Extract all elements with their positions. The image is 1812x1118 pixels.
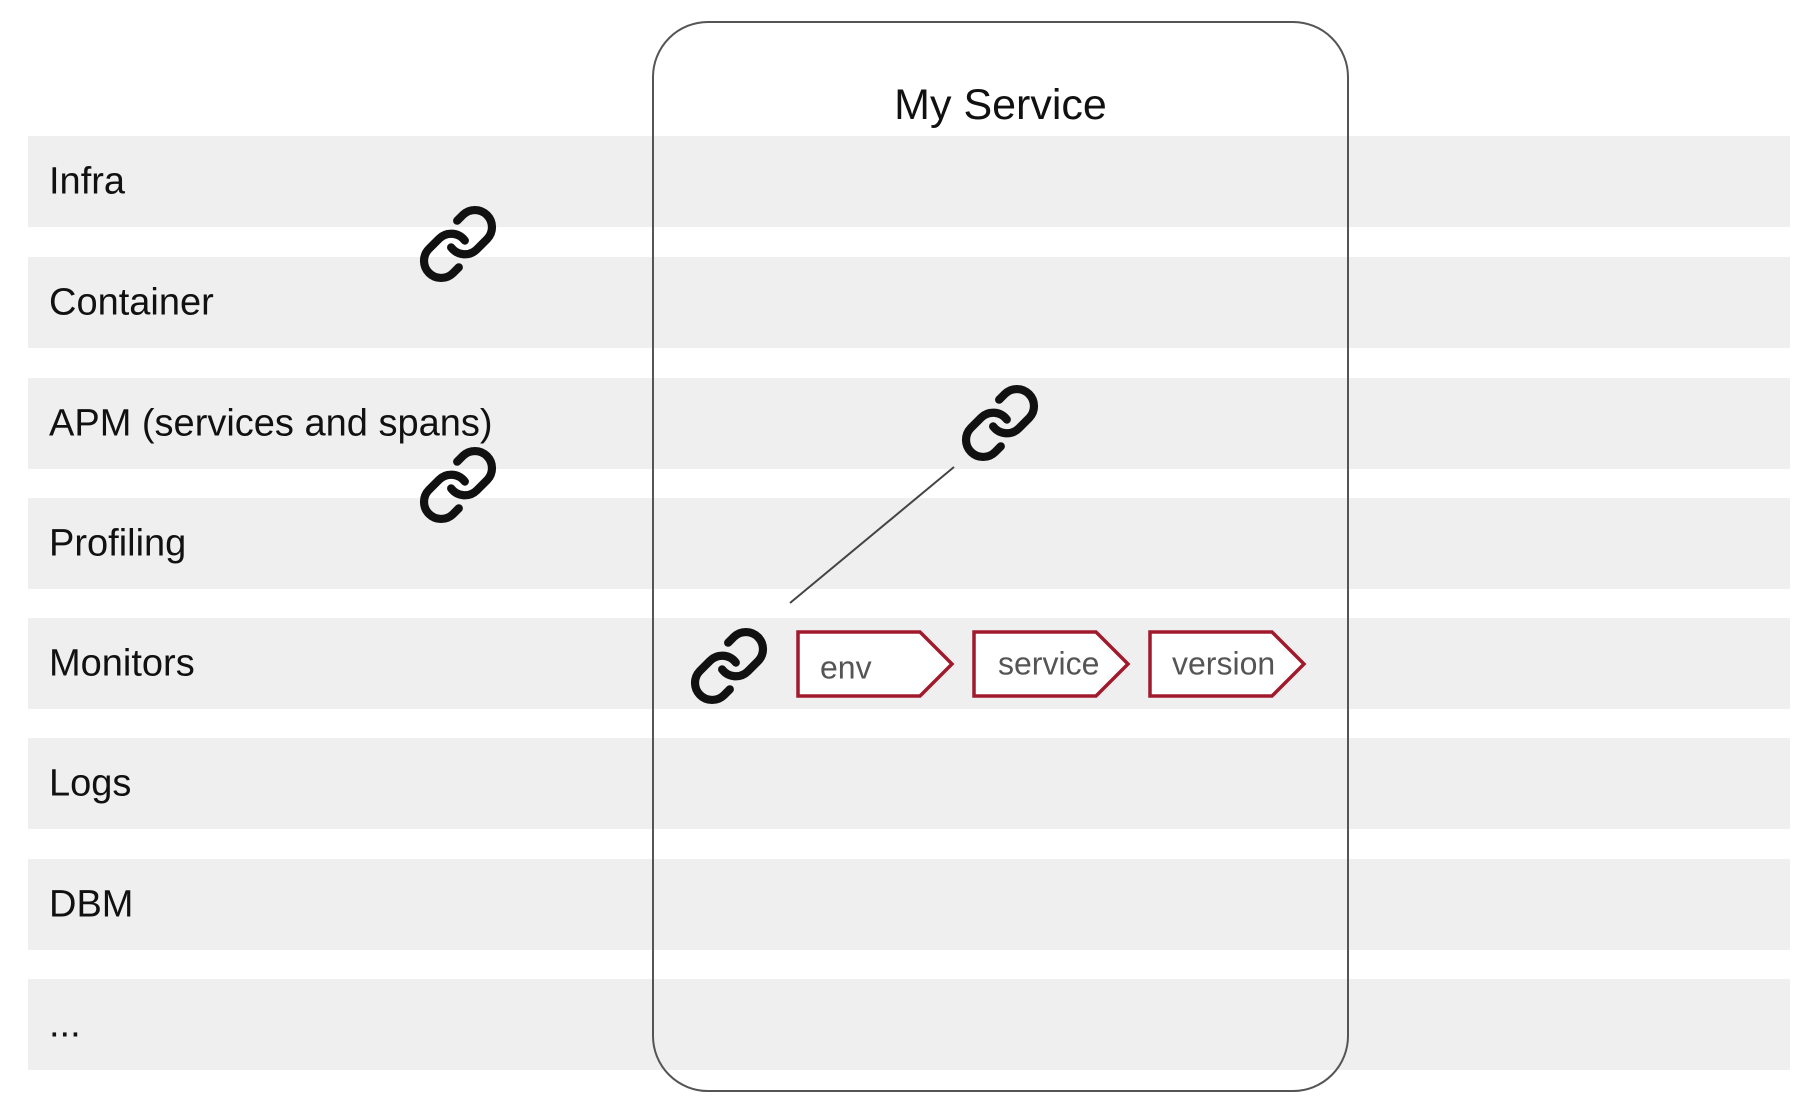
layer-label-logs: Logs: [49, 762, 132, 804]
layer-label-more: ...: [49, 1003, 81, 1045]
layer-row-apm: APM (services and spans): [28, 378, 1790, 469]
layer-label-apm: APM (services and spans): [49, 402, 493, 444]
layer-label-profiling: Profiling: [49, 522, 187, 564]
layer-row-logs: Logs: [28, 738, 1790, 829]
tag-env: env: [796, 630, 956, 698]
link-icon: [417, 444, 499, 526]
layer-row-dbm: DBM: [28, 859, 1790, 950]
layer-label-container: Container: [49, 281, 214, 323]
service-title: My Service: [894, 81, 1107, 129]
layer-row-more: ...: [28, 979, 1790, 1070]
tag-env-label: env: [820, 649, 872, 686]
layer-label-dbm: DBM: [49, 883, 134, 925]
service-box: My Service: [652, 21, 1349, 1092]
link-icon: [688, 625, 770, 707]
tag-service: service: [972, 630, 1132, 698]
layer-label-infra: Infra: [49, 160, 126, 202]
tag-version: version: [1148, 630, 1308, 698]
link-icon: [959, 382, 1041, 464]
layer-row-container: Container: [28, 257, 1790, 348]
layer-label-monitors: Monitors: [49, 642, 195, 684]
layer-row-infra: Infra: [28, 136, 1790, 227]
tag-version-label: version: [1172, 645, 1276, 682]
tag-service-label: service: [998, 645, 1100, 682]
link-icon: [417, 203, 499, 285]
